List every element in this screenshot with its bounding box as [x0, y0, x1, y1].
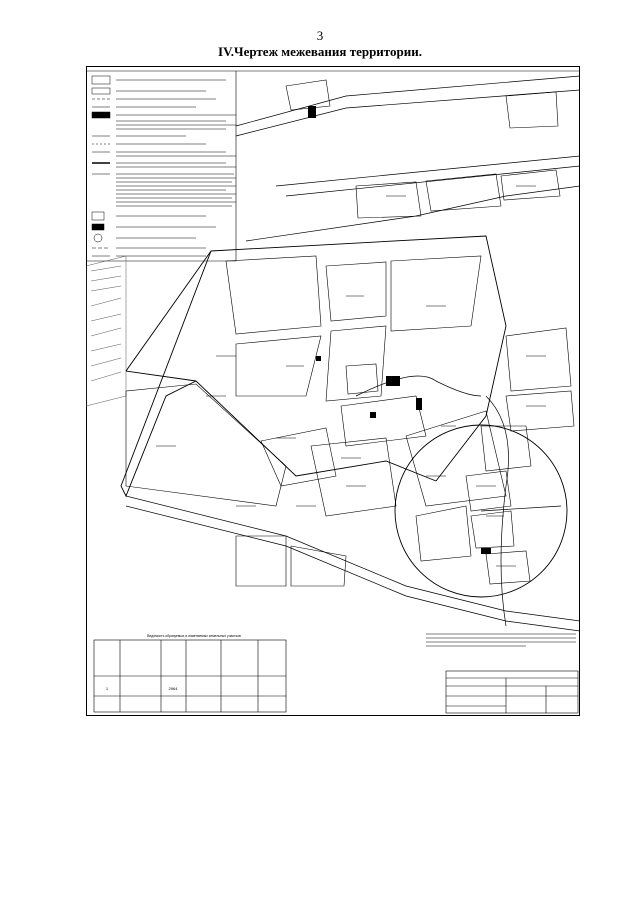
note-text — [426, 633, 576, 647]
table-row-number: 1 — [106, 686, 109, 691]
parcel-table — [93, 639, 287, 713]
boundary-drawing: Ведомость образуемых и изменяемых земель… — [86, 66, 580, 716]
buildings — [308, 106, 491, 554]
left-hatch-area — [86, 255, 127, 407]
label-marks — [156, 185, 546, 567]
legend-block — [91, 75, 236, 257]
title-block — [445, 670, 579, 714]
page-title: IV.Чертеж межевания территории. — [218, 44, 422, 59]
table-row-area: 2964 — [169, 686, 179, 691]
drawing-frame — [86, 66, 580, 716]
parcels — [125, 79, 575, 587]
table-caption: Ведомость образуемых и изменяемых земель… — [147, 634, 241, 638]
quarter-outline — [120, 235, 507, 498]
roads — [125, 75, 580, 632]
zone-circle — [394, 424, 568, 598]
page-number: 3 — [316, 28, 324, 43]
